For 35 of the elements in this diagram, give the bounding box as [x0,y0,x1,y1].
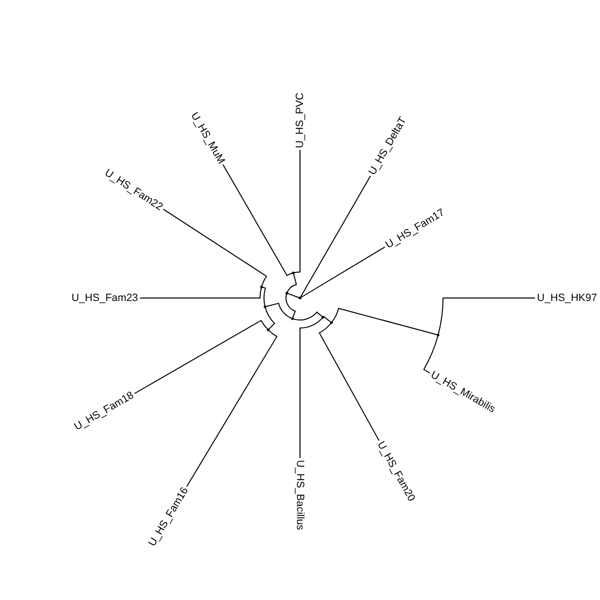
branch-line [261,286,266,308]
branch-line [322,316,332,324]
branch-point [266,328,270,332]
branch-line [331,308,439,336]
leaf-label: U_HS_Fam23 [71,292,138,304]
branch-line [286,292,300,298]
branch-point [330,321,333,324]
leaf-label: U_HS_PVC [294,92,306,148]
branch-line [264,302,293,320]
branch-line [318,322,380,442]
branch-line [423,334,439,374]
branch-point [260,286,263,288]
branch-line [222,164,294,276]
branch-line [300,175,371,298]
branch-line [286,292,296,320]
branch-line [140,286,262,298]
branch-point [322,316,324,319]
branch-line [186,329,278,488]
branch-point [436,334,440,336]
branch-line [300,246,386,298]
branch-line [292,150,300,274]
branch-line [286,272,297,294]
branch-point [264,305,266,308]
branch-point [298,296,302,300]
leaf-label: U_HS_Bacillus [294,460,306,530]
branch-line [292,312,324,320]
branch-point [291,317,294,320]
branch-line [162,208,267,288]
branch-point [292,272,295,274]
branch-line [264,306,276,330]
leaf-label: U_HS_HK97 [537,292,598,304]
branch-point [286,292,288,294]
branch-line [300,316,324,458]
branch-line [134,320,269,394]
branch-line [438,298,536,336]
